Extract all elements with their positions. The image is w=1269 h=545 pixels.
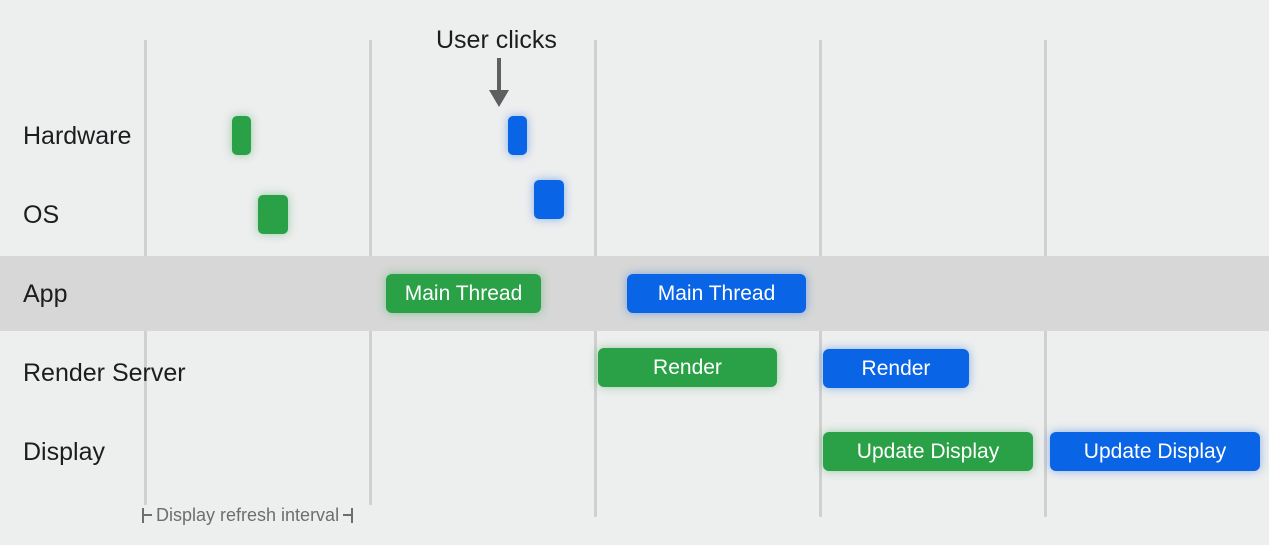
refresh-line-1-lower — [144, 331, 147, 505]
render-server-render-green: Render — [598, 348, 777, 387]
refresh-line-3-lower — [594, 331, 597, 517]
refresh-line-1 — [144, 40, 147, 256]
display-update-green: Update Display — [823, 432, 1033, 471]
os-event-green — [258, 195, 288, 234]
row-label-app: App — [23, 280, 68, 308]
refresh-interval-label: Display refresh interval — [156, 504, 340, 525]
refresh-line-4-lower — [819, 331, 822, 517]
refresh-interval-legend: Display refresh interval — [142, 503, 354, 527]
render-server-render-blue: Render — [823, 349, 969, 388]
display-update-blue: Update Display — [1050, 432, 1260, 471]
refresh-line-4 — [819, 40, 822, 256]
user-clicks-label: User clicks — [436, 26, 557, 54]
row-label-os: OS — [23, 201, 60, 229]
app-main-thread-blue: Main Thread — [627, 274, 806, 313]
refresh-line-5-lower — [1044, 331, 1047, 517]
refresh-line-5 — [1044, 40, 1047, 256]
down-arrow-icon — [489, 58, 509, 107]
os-event-blue — [534, 180, 564, 219]
row-label-render-server: Render Server — [23, 359, 186, 387]
refresh-line-2-lower — [369, 331, 372, 505]
bracket-left-icon — [142, 507, 152, 523]
refresh-line-3 — [594, 40, 597, 256]
row-label-display: Display — [23, 438, 105, 466]
app-main-thread-green: Main Thread — [386, 274, 541, 313]
row-label-hardware: Hardware — [23, 122, 132, 150]
hardware-event-blue — [508, 116, 527, 155]
refresh-line-2 — [369, 40, 372, 256]
bracket-right-icon — [343, 507, 354, 523]
hardware-event-green — [232, 116, 251, 155]
